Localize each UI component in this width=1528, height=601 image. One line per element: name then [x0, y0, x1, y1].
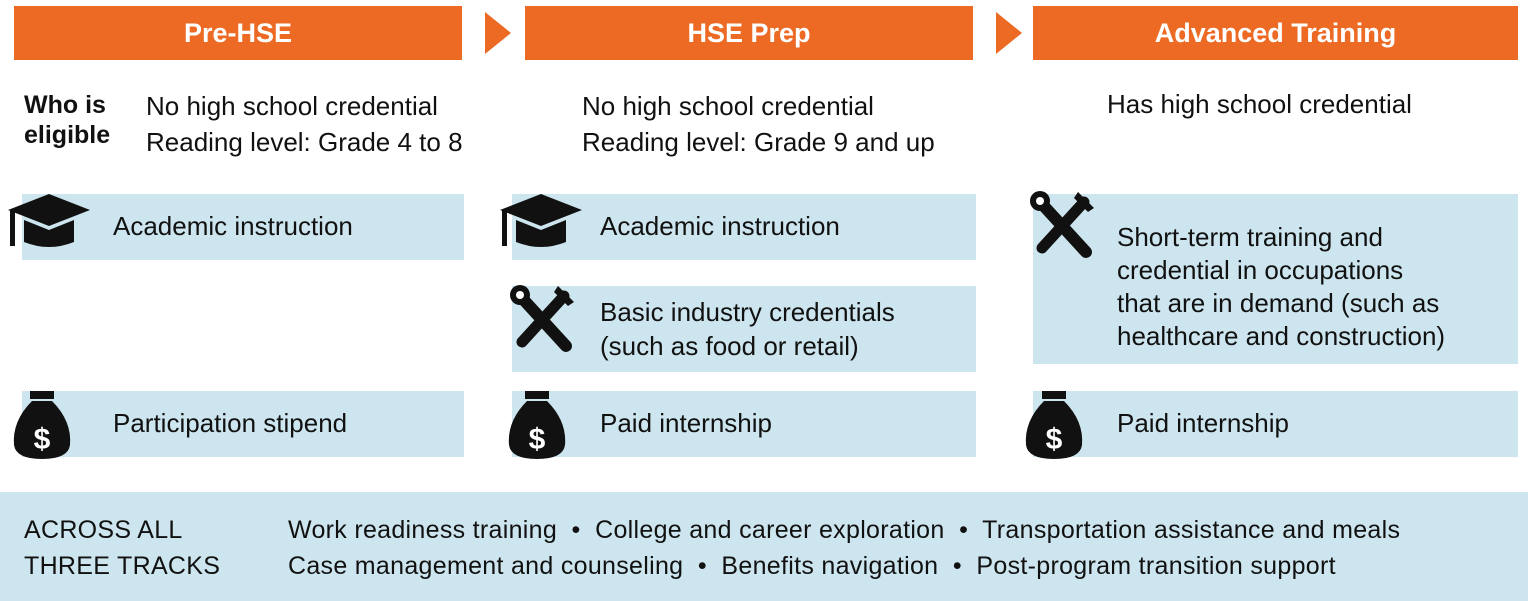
wrench-screwdriver-icon [1030, 190, 1096, 260]
wrench-screwdriver-icon [510, 284, 576, 354]
eligibility-pre-hse: No high school credential Reading level:… [146, 91, 463, 157]
arrow-chevron-icon [996, 12, 1022, 54]
graduation-cap-icon [6, 190, 92, 250]
arrow-chevron-icon [485, 12, 511, 54]
service-box [22, 391, 464, 457]
svg-text:$: $ [1046, 423, 1063, 456]
shared-services-list: Work readiness training • College and ca… [288, 516, 1401, 580]
track-header-advanced-training: Advanced Training [1033, 6, 1518, 60]
service-academic-instruction: Academic instruction [113, 211, 353, 241]
service-participation-stipend: Participation stipend [113, 408, 348, 438]
eligibility-hse-prep: No high school credential Reading level:… [582, 91, 935, 157]
svg-text:$: $ [529, 423, 546, 456]
track-title: HSE Prep [687, 17, 811, 48]
money-bag-icon: $ [1022, 389, 1086, 461]
service-box [22, 194, 464, 260]
across-all-tracks-label: ACROSS ALL THREE TRACKS [24, 516, 221, 580]
eligibility-advanced-training: Has high school credential [1107, 89, 1412, 119]
service-paid-internship: Paid internship [600, 408, 772, 438]
track-title: Advanced Training [1154, 17, 1397, 48]
money-bag-icon: $ [10, 389, 74, 461]
money-bag-icon: $ [505, 389, 569, 461]
service-box [1033, 391, 1518, 457]
service-box [512, 194, 976, 260]
track-header-hse-prep: HSE Prep [525, 6, 973, 60]
service-box [512, 286, 976, 372]
service-box [1033, 194, 1518, 364]
service-basic-industry-credentials: Basic industry credentials (such as food… [600, 297, 895, 361]
service-academic-instruction: Academic instruction [600, 211, 840, 241]
service-box [512, 391, 976, 457]
service-short-term-training: Short-term training and credential in oc… [1117, 222, 1446, 351]
eligibility-label: Who is eligible [24, 91, 111, 149]
track-title: Pre-HSE [183, 17, 293, 48]
svg-text:$: $ [34, 423, 51, 456]
graduation-cap-icon [498, 190, 584, 250]
across-all-tracks-panel [0, 492, 1528, 601]
service-paid-internship: Paid internship [1117, 408, 1289, 438]
track-header-pre-hse: Pre-HSE [14, 6, 462, 60]
